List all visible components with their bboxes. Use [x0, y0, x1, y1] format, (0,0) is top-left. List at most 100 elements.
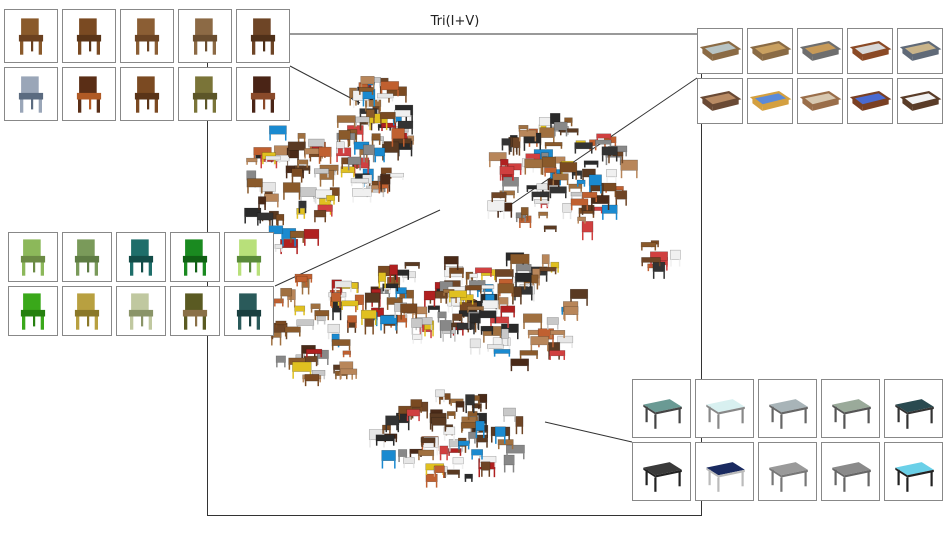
embedded-object-thumbnail	[316, 349, 329, 365]
embedded-object-thumbnail	[326, 195, 336, 205]
embedded-object-thumbnail	[334, 280, 352, 293]
embedded-object-thumbnail	[403, 457, 415, 469]
embedded-object-thumbnail	[376, 93, 394, 102]
embedded-object-thumbnail	[476, 434, 489, 448]
embedded-object-thumbnail	[465, 394, 475, 414]
embedded-object-thumbnail	[559, 128, 579, 136]
embedded-object-thumbnail	[641, 257, 661, 267]
embedded-object-thumbnail	[304, 374, 320, 387]
embedded-object-thumbnail	[571, 170, 583, 180]
embedded-object-thumbnail	[510, 358, 529, 372]
embedded-object-thumbnail	[550, 330, 566, 339]
embedded-object-thumbnail	[380, 173, 391, 192]
embedded-object-thumbnail	[446, 411, 456, 419]
embedded-object-thumbnail	[265, 155, 281, 163]
embedded-object-thumbnail	[291, 168, 303, 183]
green-chairs-thumbnail	[116, 286, 166, 336]
embedded-object-thumbnail	[294, 305, 306, 316]
embedded-object-thumbnail	[459, 294, 474, 305]
embedded-object-thumbnail	[360, 309, 377, 326]
embedded-object-thumbnail	[435, 389, 445, 403]
coffee-tables-thumbnail	[797, 78, 843, 124]
embedded-object-thumbnail	[273, 298, 284, 307]
embedded-object-thumbnail	[458, 440, 470, 450]
embedded-object-thumbnail	[439, 445, 449, 461]
embedded-object-thumbnail	[275, 213, 285, 226]
embedded-object-thumbnail	[515, 212, 527, 223]
embedded-object-thumbnail	[596, 133, 612, 142]
wooden-chairs-thumbnail	[4, 67, 58, 121]
connector-wooden-chairs	[289, 65, 361, 104]
embedded-object-thumbnail	[400, 303, 418, 320]
group-green-chairs	[8, 232, 274, 336]
embedded-object-thumbnail	[581, 221, 594, 241]
embedded-object-thumbnail	[331, 292, 341, 308]
embedded-object-thumbnail	[538, 211, 549, 219]
embedded-object-thumbnail	[380, 315, 398, 331]
embedded-object-thumbnail	[341, 300, 359, 311]
embedded-object-thumbnail	[640, 242, 657, 251]
wooden-chairs-thumbnail	[178, 67, 232, 121]
embedded-object-thumbnail	[471, 449, 484, 460]
green-chairs-thumbnail	[116, 232, 166, 282]
embedded-object-thumbnail	[452, 457, 464, 469]
embedded-object-thumbnail	[399, 289, 414, 305]
flat-tables-thumbnail	[884, 442, 943, 501]
figure-title: Tri(I+V)	[430, 14, 480, 29]
embedded-object-thumbnail	[478, 310, 497, 324]
embedded-object-thumbnail	[490, 316, 510, 328]
embedded-object-thumbnail	[497, 283, 515, 301]
embedded-object-thumbnail	[315, 189, 333, 205]
flat-tables-thumbnail	[632, 379, 691, 438]
embedded-object-thumbnail	[471, 403, 482, 412]
embedded-object-thumbnail	[375, 434, 395, 446]
embedded-object-thumbnail	[425, 473, 438, 488]
embedded-object-thumbnail	[606, 169, 617, 183]
embedded-object-thumbnail	[289, 230, 305, 243]
embedded-object-thumbnail	[443, 426, 456, 441]
embedded-object-thumbnail	[588, 174, 602, 194]
embedded-object-thumbnail	[303, 228, 320, 246]
embedded-object-thumbnail	[347, 315, 357, 329]
coffee-tables-thumbnail	[847, 78, 893, 124]
embedded-object-thumbnail	[502, 177, 519, 193]
embedded-object-thumbnail	[280, 287, 293, 303]
embedded-object-thumbnail	[493, 349, 511, 357]
embedded-object-thumbnail	[475, 420, 485, 439]
embedded-object-thumbnail	[519, 350, 539, 359]
embedded-object-thumbnail	[601, 204, 618, 220]
wooden-chairs-thumbnail	[236, 9, 290, 63]
green-chairs-thumbnail	[224, 286, 274, 336]
embedded-object-thumbnail	[364, 99, 382, 112]
coffee-tables-thumbnail	[697, 28, 743, 74]
wooden-chairs-thumbnail	[178, 9, 232, 63]
embedded-object-thumbnail	[314, 310, 330, 321]
embedded-object-thumbnail	[576, 179, 586, 187]
embedded-object-thumbnail	[274, 244, 283, 252]
embedded-object-thumbnail	[501, 328, 509, 346]
group-coffee-tables	[697, 28, 943, 124]
embedded-object-thumbnail	[487, 200, 505, 219]
embedded-object-thumbnail	[515, 272, 532, 289]
connector-coffee-tables	[499, 77, 698, 213]
embedded-object-thumbnail	[364, 292, 380, 310]
embedded-object-thumbnail	[256, 212, 274, 226]
group-wooden-chairs	[4, 9, 290, 121]
embedded-object-thumbnail	[443, 256, 459, 271]
embedded-object-thumbnail	[355, 116, 370, 127]
green-chairs-thumbnail	[224, 232, 274, 282]
wooden-chairs-thumbnail	[120, 67, 174, 121]
embedded-object-thumbnail	[417, 449, 435, 461]
connector-green-chairs	[274, 209, 441, 287]
embedded-object-thumbnail	[590, 195, 610, 210]
embedded-object-thumbnail	[491, 192, 507, 203]
embedded-object-thumbnail	[544, 142, 563, 149]
embedded-object-thumbnail	[499, 166, 515, 181]
embedded-object-thumbnail	[563, 306, 579, 321]
embedded-object-thumbnail	[448, 290, 468, 303]
embedded-object-thumbnail	[381, 450, 396, 469]
embedded-object-thumbnail	[570, 198, 589, 211]
embedded-object-thumbnail	[423, 290, 436, 307]
embedded-object-thumbnail	[506, 444, 525, 460]
